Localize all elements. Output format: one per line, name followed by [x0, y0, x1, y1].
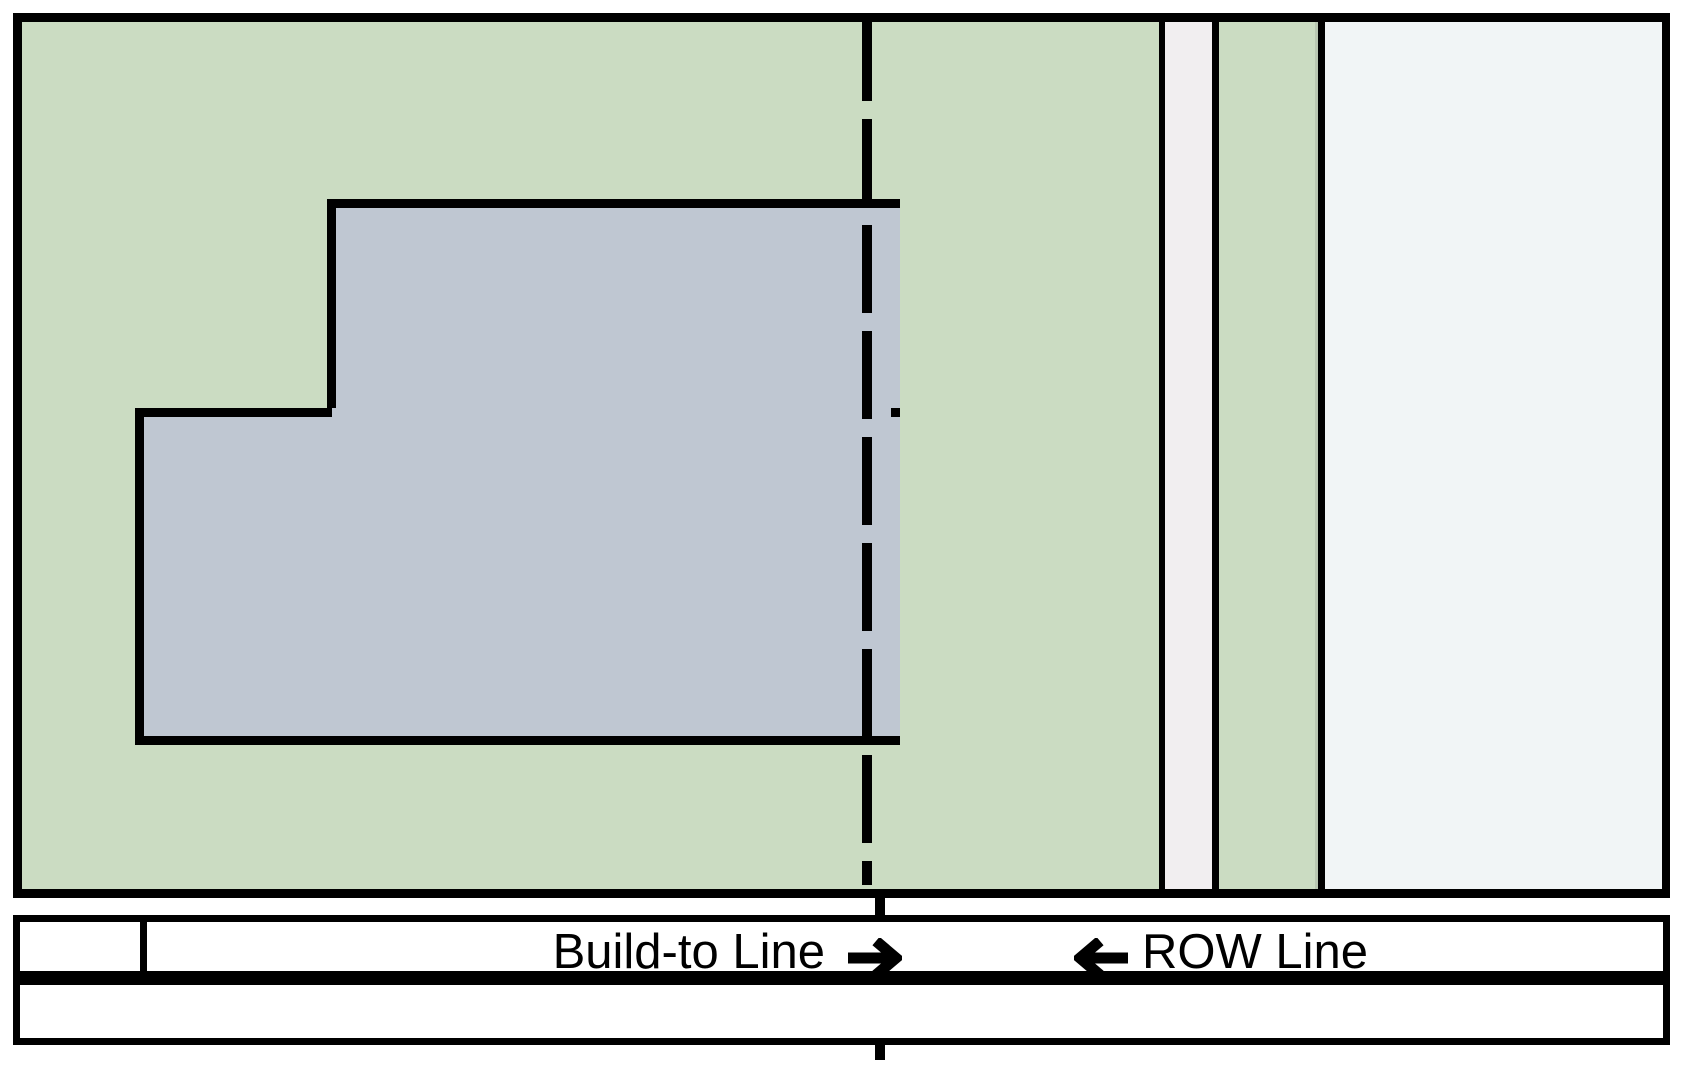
row-line-label: ROW Line	[1142, 925, 1369, 979]
curb-hairline	[1315, 22, 1318, 889]
sidewalk-planting-divider	[1212, 22, 1219, 889]
row-line-boundary	[1159, 22, 1165, 889]
planting-strip	[1219, 22, 1315, 889]
build-to-line-dashed	[862, 13, 872, 885]
label-band-divider	[140, 922, 147, 971]
building-footprint-upper	[327, 199, 900, 426]
curb-line	[1318, 22, 1325, 889]
bottom-band	[13, 978, 1670, 1045]
label-band: Build-to Line ROW Line	[13, 915, 1670, 978]
build-to-line-label: Build-to Line	[552, 925, 825, 979]
building-footprint-lower	[135, 408, 900, 745]
plan-view-frame	[13, 13, 1670, 898]
building-footprint-joint	[332, 408, 891, 422]
sidewalk-strip	[1165, 22, 1212, 889]
arrow-right-icon	[848, 938, 902, 978]
arrow-left-icon	[1074, 938, 1128, 978]
street-roadway	[1322, 22, 1662, 889]
